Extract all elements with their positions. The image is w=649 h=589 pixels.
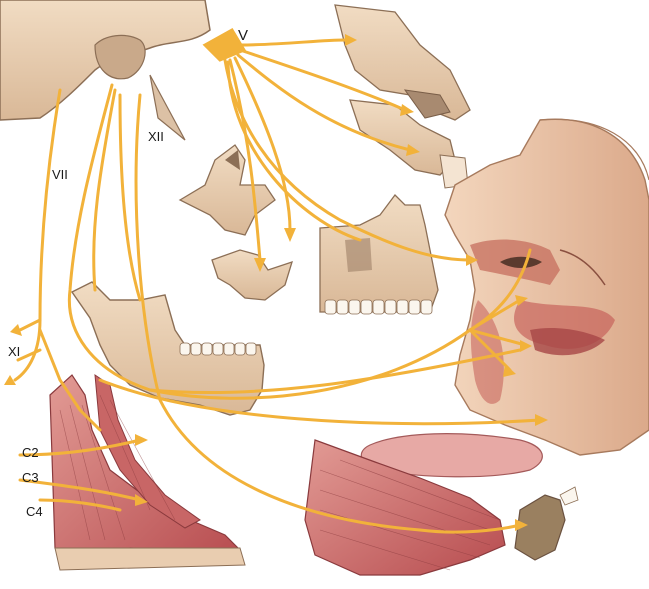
label-cervical-c4: C4 (26, 505, 43, 518)
maxilla-with-teeth (320, 195, 438, 314)
label-hypoglossal-nerve: XII (148, 130, 164, 143)
maxilla-fragment (335, 5, 470, 188)
label-accessory-nerve: XI (8, 345, 20, 358)
label-cervical-c2: C2 (22, 446, 39, 459)
skull-base (0, 0, 210, 140)
face (445, 119, 649, 455)
palatine-fragment (212, 250, 292, 300)
label-cervical-c3: C3 (22, 471, 39, 484)
tongue (305, 434, 578, 575)
label-trigeminal-nerve: V (238, 28, 248, 43)
label-facial-nerve: VII (52, 168, 68, 181)
